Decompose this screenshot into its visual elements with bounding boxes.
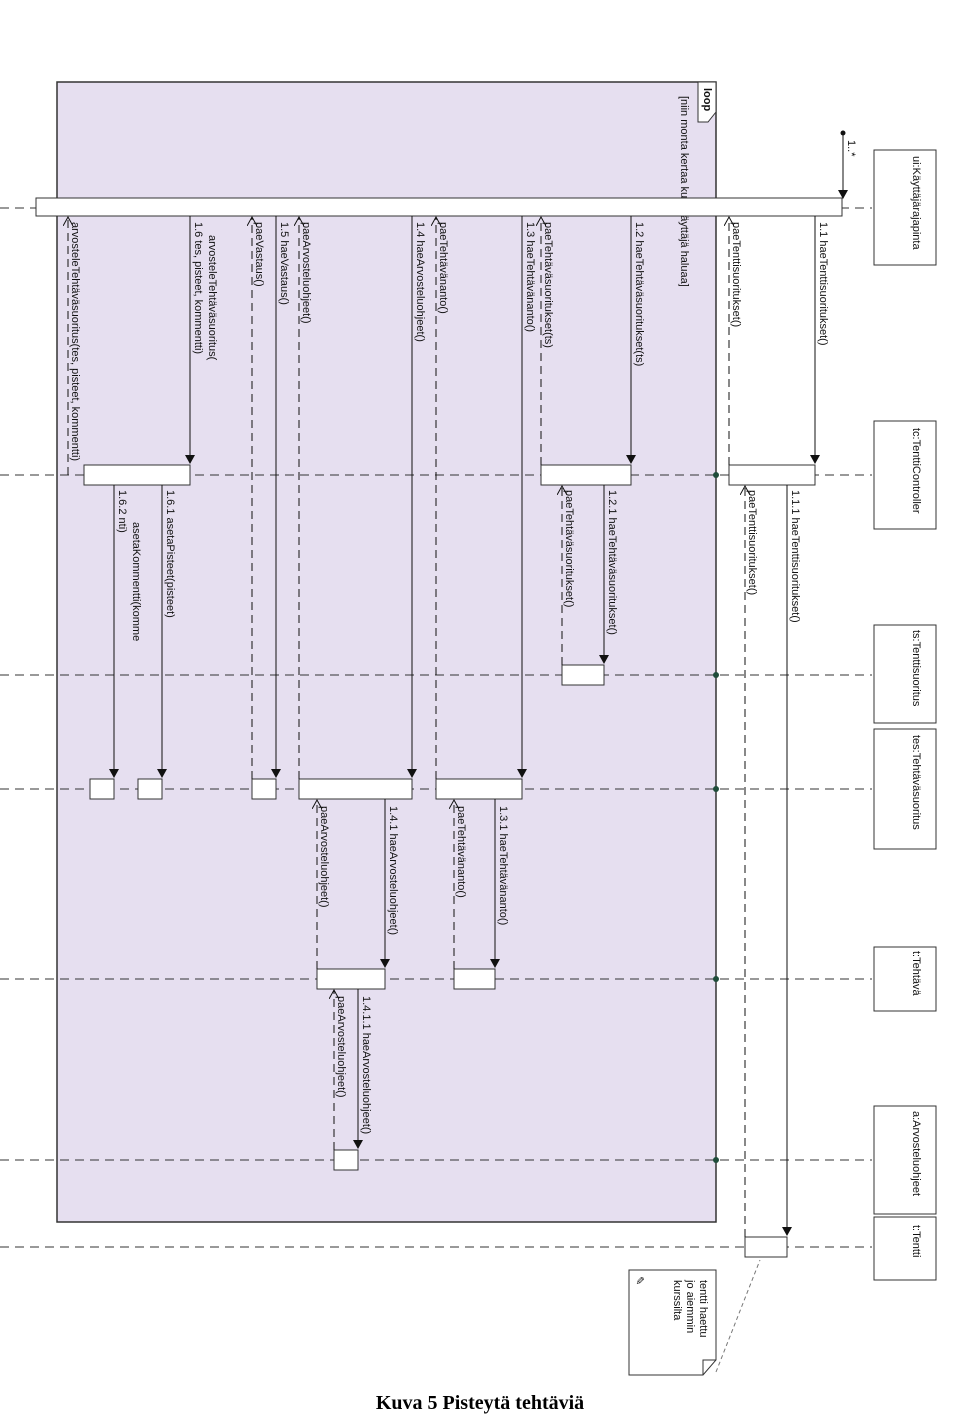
participant-tc-label: tc:TenttiController xyxy=(910,428,922,514)
msg-1-2-1: 1.2.1 haeTehtäväsuoritukset() xyxy=(606,490,618,635)
activation-tes-3 xyxy=(251,778,277,800)
activation-tc-3 xyxy=(83,464,191,486)
activation-tes-2 xyxy=(298,778,413,800)
msg-1-3-1: 1.3.1 haeTehtävänanto() xyxy=(497,806,509,925)
return-arrows xyxy=(68,218,745,1237)
msg-ret-1-3: paeTehtävänanto() xyxy=(437,222,449,314)
loop-fragment xyxy=(56,81,717,1223)
activation-tentti xyxy=(744,1236,788,1258)
msg-1-6-1: 1.6.1 asetaPisteet(pisteet) xyxy=(164,490,176,618)
activation-ts xyxy=(561,664,605,686)
note-line-3: kurssilta xyxy=(671,1280,683,1321)
msg-1-6-b: arvosteleTehtäväsuoritus( xyxy=(206,235,218,361)
call-arrows xyxy=(109,216,820,1236)
participant-tentti-box xyxy=(873,1216,937,1281)
note-line-1: tentti haettu xyxy=(697,1280,709,1338)
participant-tes-label: tes:Tehtäväsuoritus xyxy=(910,735,922,830)
participant-ui-box xyxy=(873,149,937,266)
msg-ret-1-1-1: paeTenttisuoritukset() xyxy=(746,490,758,595)
msg-ret-1-4: paeArvosteluohjeet() xyxy=(300,222,312,324)
msg-1-3: 1.3 haeTehtävänanto() xyxy=(524,222,536,332)
msg-1-5: 1.5 haeVastaus() xyxy=(278,222,290,305)
activation-t xyxy=(453,968,496,990)
activation-a xyxy=(333,1149,359,1171)
msg-ret-1-4-1: paeArvosteluohjeet() xyxy=(318,806,330,908)
msg-1-6: 1.6 tes, pisteet, kommentti) xyxy=(192,222,204,354)
participant-ts-box xyxy=(873,624,937,724)
msg-1-6-2: 1.6.2 nti) xyxy=(116,490,128,533)
msg-ret-1-2: paeTehtäväsuoritukset(ts) xyxy=(542,222,554,348)
msg-ret-1-6: arvosteleTehtäväsuoritus(tes, pisteet, k… xyxy=(69,222,81,461)
msg-1-4: 1.4 haeArvosteluohjeet() xyxy=(414,222,426,342)
participant-heads xyxy=(873,149,937,1281)
activation-tc-2 xyxy=(540,464,632,486)
msg-1-4-1: 1.4.1 haeArvosteluohjeet() xyxy=(387,806,399,935)
participant-t-label: t:Tehtävä xyxy=(910,951,922,997)
participant-t-box xyxy=(873,946,937,1012)
sequence-diagram: loop [niin monta kertaa kuin käyttäjä ha… xyxy=(0,81,937,1376)
note-icon: ✎ xyxy=(633,1276,645,1285)
lifeline-crossings xyxy=(713,205,719,1163)
activation-tc-1 xyxy=(728,464,816,486)
msg-ret-1-4-1-1: paeArvosteluohjeet() xyxy=(335,996,347,1098)
msg-1-6-2-b: asetaKommentti(komme xyxy=(130,522,142,641)
activation-tes-1 xyxy=(435,778,523,800)
msg-ret-1-5: paeVastaus() xyxy=(253,222,265,287)
activation-ui-main xyxy=(35,197,843,217)
activation-t-2 xyxy=(316,968,386,990)
msg-1-1-1: 1.1.1 haeTenttisuoritukset() xyxy=(789,490,801,623)
msg-1-4-1-1: 1.4.1.1 haeArvosteluohjeet() xyxy=(360,996,372,1134)
loop-label-tab xyxy=(697,81,717,123)
figure-caption: Kuva 5 Pisteytä tehtäviä xyxy=(375,1392,585,1414)
msg-ret-1-1: paeTenttisuoritukset() xyxy=(730,222,742,327)
activation-tes-5 xyxy=(89,778,115,800)
note-fold xyxy=(702,1359,716,1375)
msg-1-1: 1.1 haeTenttisuoritukset() xyxy=(817,222,829,346)
msg-1-2: 1.2 haeTehtäväsuoritukset(ts) xyxy=(633,222,645,366)
participant-ui-label: ui:Käyttäjärajapinta xyxy=(910,156,922,250)
loop-guard: [niin monta kertaa kuin käyttäjä haluaa] xyxy=(678,96,690,287)
note-anchor-line xyxy=(715,1259,761,1373)
participant-tentti-label: t:Tentti xyxy=(910,1225,922,1257)
msg-ret-1-3-1: paeTehtävänanto() xyxy=(455,806,467,898)
note-box xyxy=(628,1269,717,1376)
participant-ts-label: ts:Tenttisuoritus xyxy=(910,630,922,707)
participant-a-label: a:Arvosteluohjeet xyxy=(910,1111,922,1196)
msg-ret-1-2-1: paeTehtäväsuoritukset() xyxy=(563,490,575,607)
multiplicity-label: 1..* xyxy=(845,140,857,157)
participant-a-box xyxy=(873,1105,937,1215)
participant-tes-box xyxy=(873,728,937,850)
loop-label: loop xyxy=(701,88,713,111)
participant-tc-box xyxy=(873,420,937,530)
note-line-2: jo aiemmin xyxy=(684,1279,696,1333)
activation-tes-4 xyxy=(137,778,163,800)
